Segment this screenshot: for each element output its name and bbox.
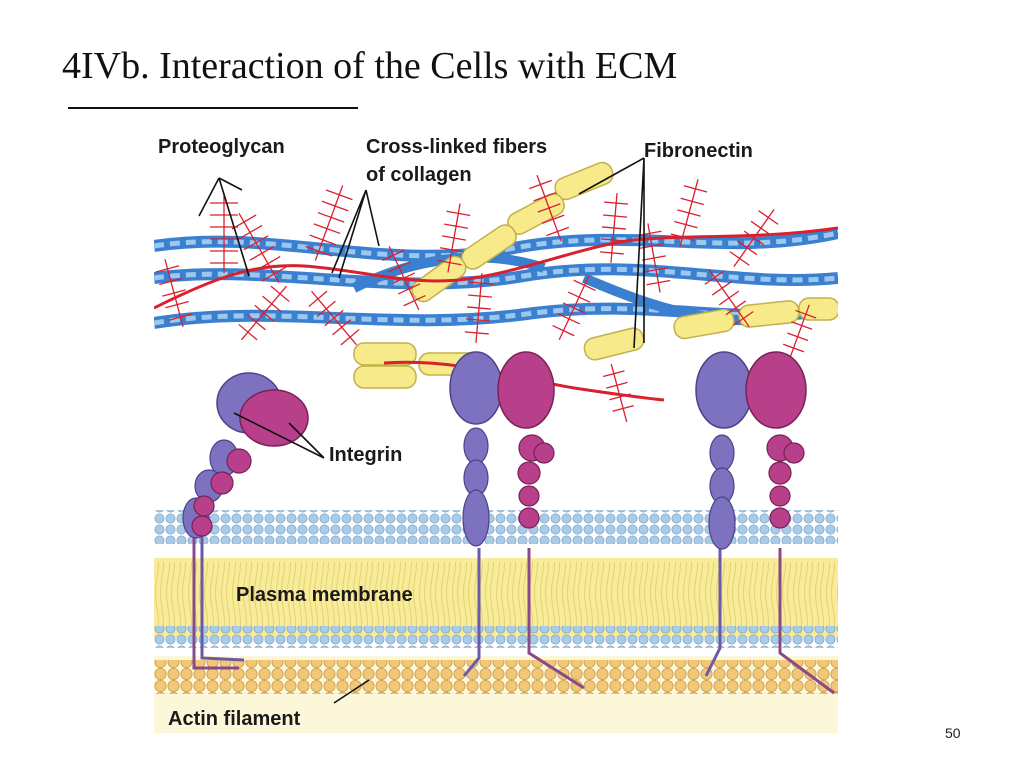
- red-fibers: [154, 226, 838, 402]
- slide-title: 4IVb. Interaction of the Cells with ECM: [62, 45, 678, 87]
- integrin-extended-2: [695, 351, 835, 695]
- integrin-bent: [182, 372, 309, 670]
- label-plasma-membrane: Plasma membrane: [236, 584, 413, 606]
- plasma-membrane: [154, 510, 838, 648]
- title-underline: [68, 107, 358, 109]
- label-proteoglycan: Proteoglycan: [158, 136, 285, 158]
- label-actin-filament: Actin filament: [168, 708, 301, 730]
- fibronectin-fibers: [353, 161, 838, 389]
- ecm-diagram: Proteoglycan Cross-linked fibers of coll…: [154, 136, 838, 733]
- label-integrin: Integrin: [329, 444, 402, 466]
- actin-filament: [154, 660, 838, 694]
- label-collagen-line1: Cross-linked fibers: [366, 136, 547, 158]
- integrin-extended-1: [449, 351, 585, 690]
- label-fibronectin: Fibronectin: [644, 140, 753, 162]
- label-collagen-line2: of collagen: [366, 164, 472, 186]
- leader-lines: [198, 157, 645, 704]
- slide-number: 50: [945, 725, 961, 741]
